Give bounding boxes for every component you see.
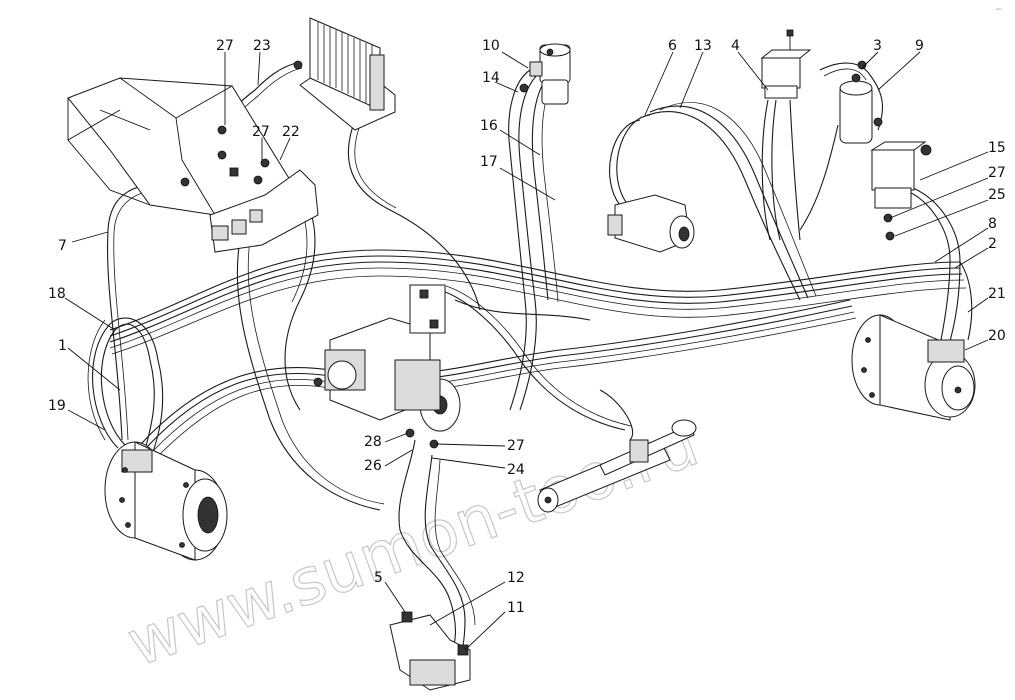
callout-27-top: 27 xyxy=(216,38,234,54)
callout-22: 22 xyxy=(282,124,300,140)
callout-19: 19 xyxy=(48,398,66,414)
hydraulic-tank xyxy=(67,77,291,216)
callouts: 27 23 27 22 10 14 16 17 6 13 4 3 9 15 27… xyxy=(48,38,1006,616)
left-wheel-motor xyxy=(104,441,228,561)
callout-28: 28 xyxy=(364,434,382,450)
callout-13: 13 xyxy=(694,38,712,54)
pump-10 xyxy=(529,43,571,105)
callout-1: 1 xyxy=(58,338,67,354)
corner-mark: ~ xyxy=(995,5,1003,15)
left-motor-bolts xyxy=(119,467,189,548)
callout-2: 2 xyxy=(988,236,997,252)
callout-20: 20 xyxy=(988,328,1006,344)
callout-7: 7 xyxy=(58,238,67,254)
callout-25: 25 xyxy=(988,187,1006,203)
callout-4: 4 xyxy=(731,38,740,54)
callout-8: 8 xyxy=(988,216,997,232)
fittings xyxy=(180,60,883,387)
callout-10: 10 xyxy=(482,38,500,54)
callout-23: 23 xyxy=(253,38,271,54)
callout-27-center: 27 xyxy=(507,438,525,454)
right-motor-bolts xyxy=(861,337,875,398)
callout-16: 16 xyxy=(480,118,498,134)
callout-5: 5 xyxy=(374,570,383,586)
central-pump-assembly xyxy=(324,284,461,449)
valve-block-22 xyxy=(209,150,319,253)
hydraulic-cylinder xyxy=(537,419,697,513)
bottom-valve-unit xyxy=(389,611,471,691)
valve-15 xyxy=(870,141,932,241)
callout-17: 17 xyxy=(480,154,498,170)
right-wheel-motor xyxy=(851,314,976,421)
callout-12: 12 xyxy=(507,570,525,586)
callout-27-right: 27 xyxy=(988,165,1006,181)
callout-26: 26 xyxy=(364,458,382,474)
leader-lines xyxy=(64,51,989,651)
oil-cooler xyxy=(299,17,396,131)
callout-14: 14 xyxy=(482,70,500,86)
callout-21: 21 xyxy=(988,286,1006,302)
filter-3 xyxy=(839,73,873,144)
callout-6: 6 xyxy=(668,38,677,54)
control-valve-4 xyxy=(760,29,812,99)
callout-9: 9 xyxy=(915,38,924,54)
callout-24: 24 xyxy=(507,462,525,478)
hydraulic-motor-6-13 xyxy=(607,194,695,253)
callout-3: 3 xyxy=(873,38,882,54)
callout-11: 11 xyxy=(507,600,525,616)
callout-15: 15 xyxy=(988,140,1006,156)
callout-18: 18 xyxy=(48,286,66,302)
callout-27-valve: 27 xyxy=(252,124,270,140)
